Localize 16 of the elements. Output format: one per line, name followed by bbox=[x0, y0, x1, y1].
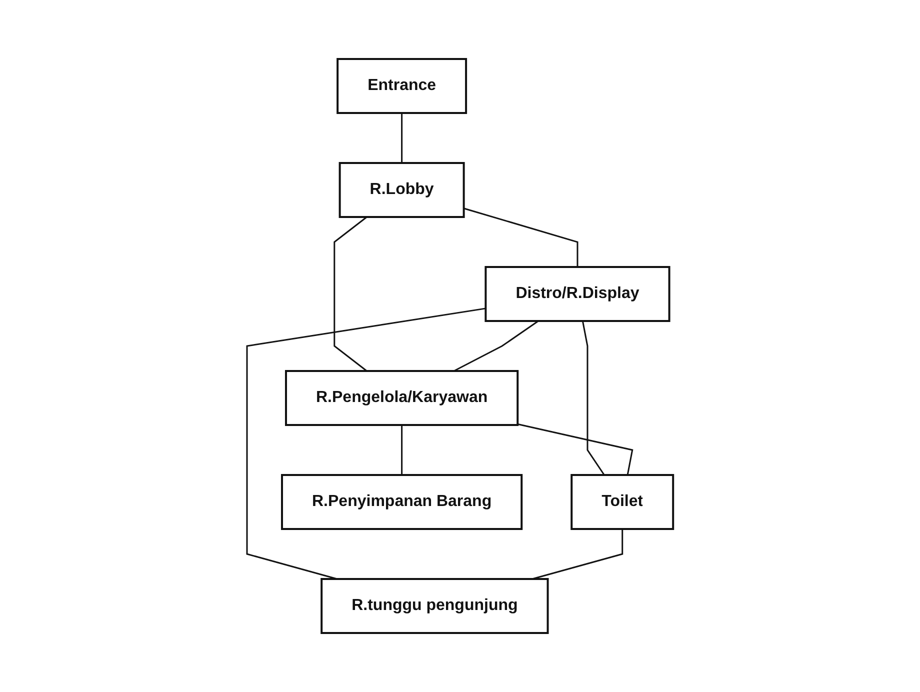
node-box: Entrance bbox=[336, 58, 467, 114]
connector bbox=[517, 423, 634, 476]
connector bbox=[401, 425, 402, 475]
connector bbox=[464, 208, 578, 267]
node-box: R.Lobby bbox=[338, 162, 465, 218]
connector bbox=[401, 113, 402, 163]
node-box: Distro/R.Display bbox=[484, 266, 670, 322]
node-box: R.Pengelola/Karyawan bbox=[284, 370, 519, 426]
node-box: R.tunggu pengunjung bbox=[320, 578, 549, 634]
connector bbox=[532, 529, 624, 580]
connector bbox=[453, 320, 539, 372]
connector bbox=[334, 216, 368, 372]
connector bbox=[582, 320, 605, 476]
node-box: R.Penyimpanan Barang bbox=[280, 474, 523, 530]
node-box: Toilet bbox=[570, 474, 674, 530]
connector bbox=[246, 308, 486, 580]
